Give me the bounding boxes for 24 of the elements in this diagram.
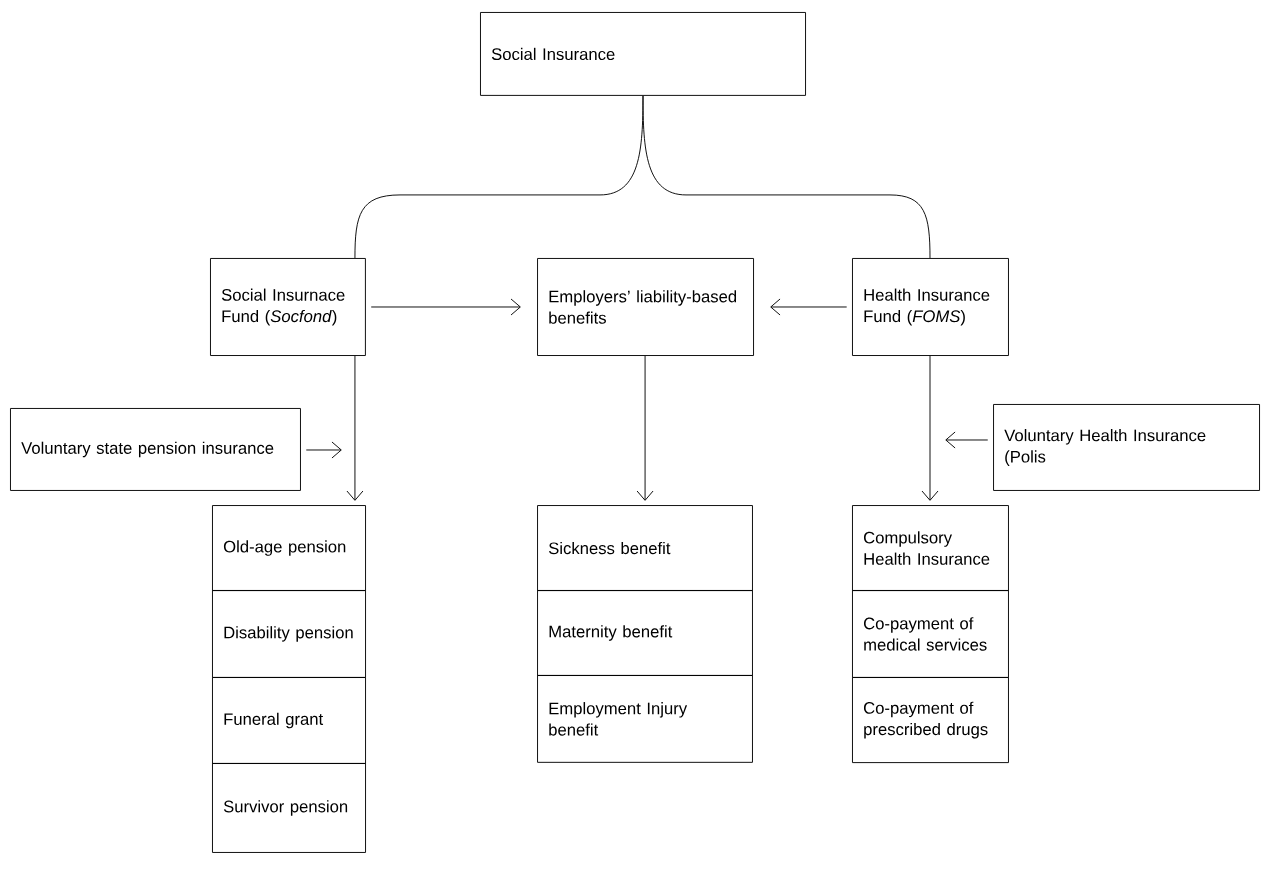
category-box: Voluntary Health Insurance (Polis <box>993 404 1260 491</box>
arrow <box>921 355 939 501</box>
category-box: Co-payment of medical services <box>852 590 1009 678</box>
category-box: Survivor pension <box>212 762 366 853</box>
arrow <box>770 298 848 316</box>
category-box: Voluntary state pension insurance <box>10 408 301 491</box>
category-box: Old-age pension <box>212 505 366 592</box>
arrow <box>945 431 989 449</box>
category-box: Social Insurance <box>480 12 806 96</box>
arrow <box>370 298 521 316</box>
brace-connector <box>642 95 931 259</box>
category-box: Compulsory Health Insurance <box>852 505 1009 592</box>
category-box: Maternity benefit <box>537 590 753 676</box>
category-box: Disability pension <box>212 590 366 678</box>
category-box: Social Insurnace Fund (Socfond) <box>210 258 366 356</box>
arrow <box>305 441 342 459</box>
category-box: Co-payment of prescribed drugs <box>852 677 1009 764</box>
category-box: Sickness benefit <box>537 505 753 592</box>
category-box: Employment Injury benefit <box>537 674 753 763</box>
category-box: Employers’ liability-based benefits <box>537 258 754 356</box>
category-box: Funeral grant <box>212 677 366 764</box>
category-box: Health Insurance Fund (FOMS) <box>852 258 1009 356</box>
arrow <box>346 355 364 501</box>
arrow <box>636 355 654 501</box>
